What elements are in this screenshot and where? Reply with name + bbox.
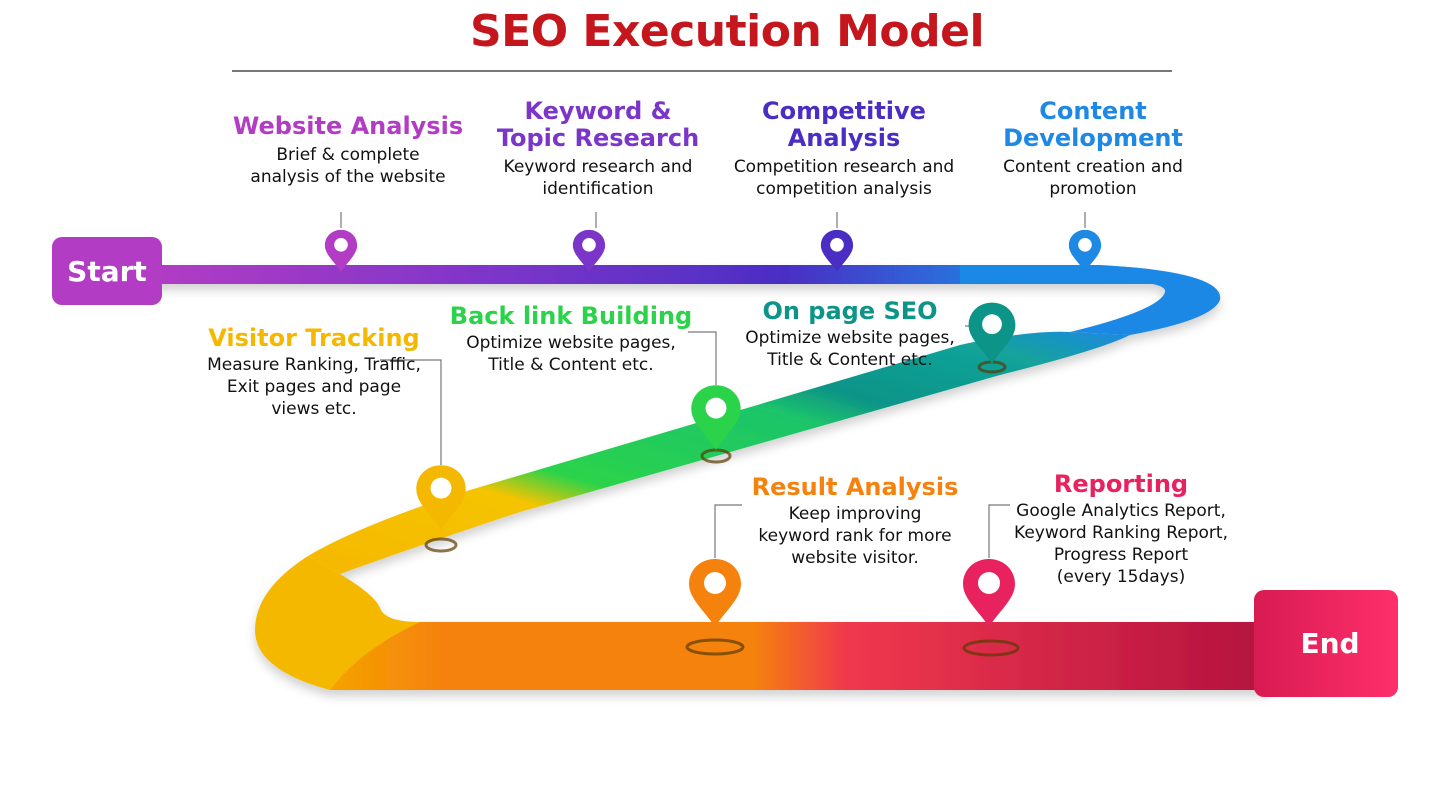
stage-desc-line: analysis of the website — [250, 167, 446, 187]
stage-keyword-research: Keyword & Topic Research Keyword researc… — [476, 98, 720, 200]
road-top-curve — [960, 265, 1221, 335]
stage-reporting: Reporting Google Analytics Report, Keywo… — [1000, 471, 1242, 588]
page-title: SEO Execution Model — [469, 6, 985, 57]
stage-desc-line: Exit pages and page — [226, 377, 402, 397]
stage-desc: Keyword research and identification — [476, 156, 720, 200]
stage-result-analysis: Result Analysis Keep improving keyword r… — [740, 474, 970, 569]
stage-title: Website Analysis — [232, 112, 464, 140]
stage-title-line: Topic Research — [496, 124, 700, 152]
stage-desc: Google Analytics Report, Keyword Ranking… — [1000, 500, 1242, 588]
end-badge: End — [1254, 590, 1398, 697]
stage-title: Content Development — [980, 98, 1206, 152]
stage-desc: Measure Ranking, Traffic, Exit pages and… — [190, 354, 438, 420]
stage-desc: Optimize website pages, Title & Content … — [440, 332, 702, 376]
map-pin-icon — [572, 229, 606, 273]
stage-title-line: Keyword & — [524, 97, 672, 125]
stage-desc-line: identification — [542, 179, 654, 199]
stage-title: Reporting — [1053, 470, 1189, 498]
stage-website-analysis: Website Analysis Brief & complete analys… — [222, 113, 474, 188]
stage-desc-line: Keyword Ranking Report, — [1014, 523, 1228, 543]
stage-desc: Brief & complete analysis of the website — [222, 144, 474, 188]
stage-title: Keyword & Topic Research — [476, 98, 720, 152]
stage-desc-line: views etc. — [271, 399, 357, 419]
stage-title-line: Content — [1039, 97, 1147, 125]
stage-desc-line: website visitor. — [791, 548, 919, 568]
stage-desc-line: Optimize website pages, — [745, 328, 955, 348]
stage-title-line: Analysis — [787, 124, 901, 152]
stage-desc-line: Progress Report — [1053, 545, 1189, 565]
leader-line — [380, 359, 442, 465]
stage-competitive-analysis: Competitive Analysis Competition researc… — [714, 98, 974, 200]
stage-desc: Optimize website pages, Title & Content … — [730, 327, 970, 371]
stage-desc-line: Competition research and — [733, 157, 955, 177]
map-pin-icon — [963, 559, 1015, 627]
start-badge: Start — [52, 237, 162, 305]
stage-desc: Keep improving keyword rank for more web… — [740, 503, 970, 569]
leader-line — [714, 504, 742, 558]
map-pin-icon — [689, 559, 741, 627]
stage-desc-line: (every 15days) — [1056, 567, 1186, 587]
stage-desc: Content creation and promotion — [980, 156, 1206, 200]
stage-desc-line: Title & Content etc. — [488, 355, 654, 375]
stage-desc-line: Measure Ranking, Traffic, — [207, 355, 421, 375]
stage-desc-line: keyword rank for more — [758, 526, 952, 546]
stage-back-link-building: Back link Building Optimize website page… — [440, 303, 702, 376]
start-label: Start — [67, 254, 147, 288]
stage-desc-line: Keep improving — [788, 504, 922, 524]
stage-desc-line: promotion — [1049, 179, 1137, 199]
stage-desc: Competition research and competition ana… — [714, 156, 974, 200]
road-diagonal — [308, 331, 1130, 574]
map-pin-icon — [820, 229, 854, 273]
stage-desc-line: Keyword research and — [503, 157, 693, 177]
stage-content-development: Content Development Content creation and… — [980, 98, 1206, 200]
pin-anchor — [685, 638, 745, 656]
map-pin-icon — [691, 385, 741, 450]
map-pin-icon — [968, 302, 1016, 364]
map-pin-icon — [324, 229, 358, 273]
stage-title: Back link Building — [449, 302, 693, 330]
stage-desc-line: Content creation and — [1003, 157, 1183, 177]
stage-desc-line: Brief & complete — [276, 145, 420, 165]
map-pin-icon — [1068, 229, 1102, 273]
leader-line — [688, 331, 717, 385]
stage-desc-line: Optimize website pages, — [466, 333, 676, 353]
stage-desc-line: Title & Content etc. — [767, 350, 933, 370]
stage-title-line: Development — [1003, 124, 1183, 152]
stage-title: Competitive Analysis — [714, 98, 974, 152]
title-divider — [232, 70, 1172, 72]
end-label: End — [1300, 627, 1360, 660]
leader-line — [988, 504, 1010, 558]
map-pin-icon — [416, 465, 466, 530]
stage-title: Result Analysis — [751, 473, 959, 501]
stage-desc-line: competition analysis — [756, 179, 932, 199]
stage-on-page-seo: On page SEO Optimize website pages, Titl… — [730, 298, 970, 371]
pin-anchor — [424, 537, 458, 553]
stage-title: Visitor Tracking — [208, 324, 420, 352]
stage-title: On page SEO — [762, 297, 938, 325]
road-bottom — [330, 622, 1270, 690]
road-top-thin — [150, 265, 1175, 284]
pin-anchor — [700, 448, 732, 464]
stage-title-line: Competitive — [762, 97, 926, 125]
stage-visitor-tracking: Visitor Tracking Measure Ranking, Traffi… — [190, 325, 438, 420]
stage-desc-line: Google Analytics Report, — [1016, 501, 1226, 521]
pin-anchor — [962, 639, 1020, 657]
